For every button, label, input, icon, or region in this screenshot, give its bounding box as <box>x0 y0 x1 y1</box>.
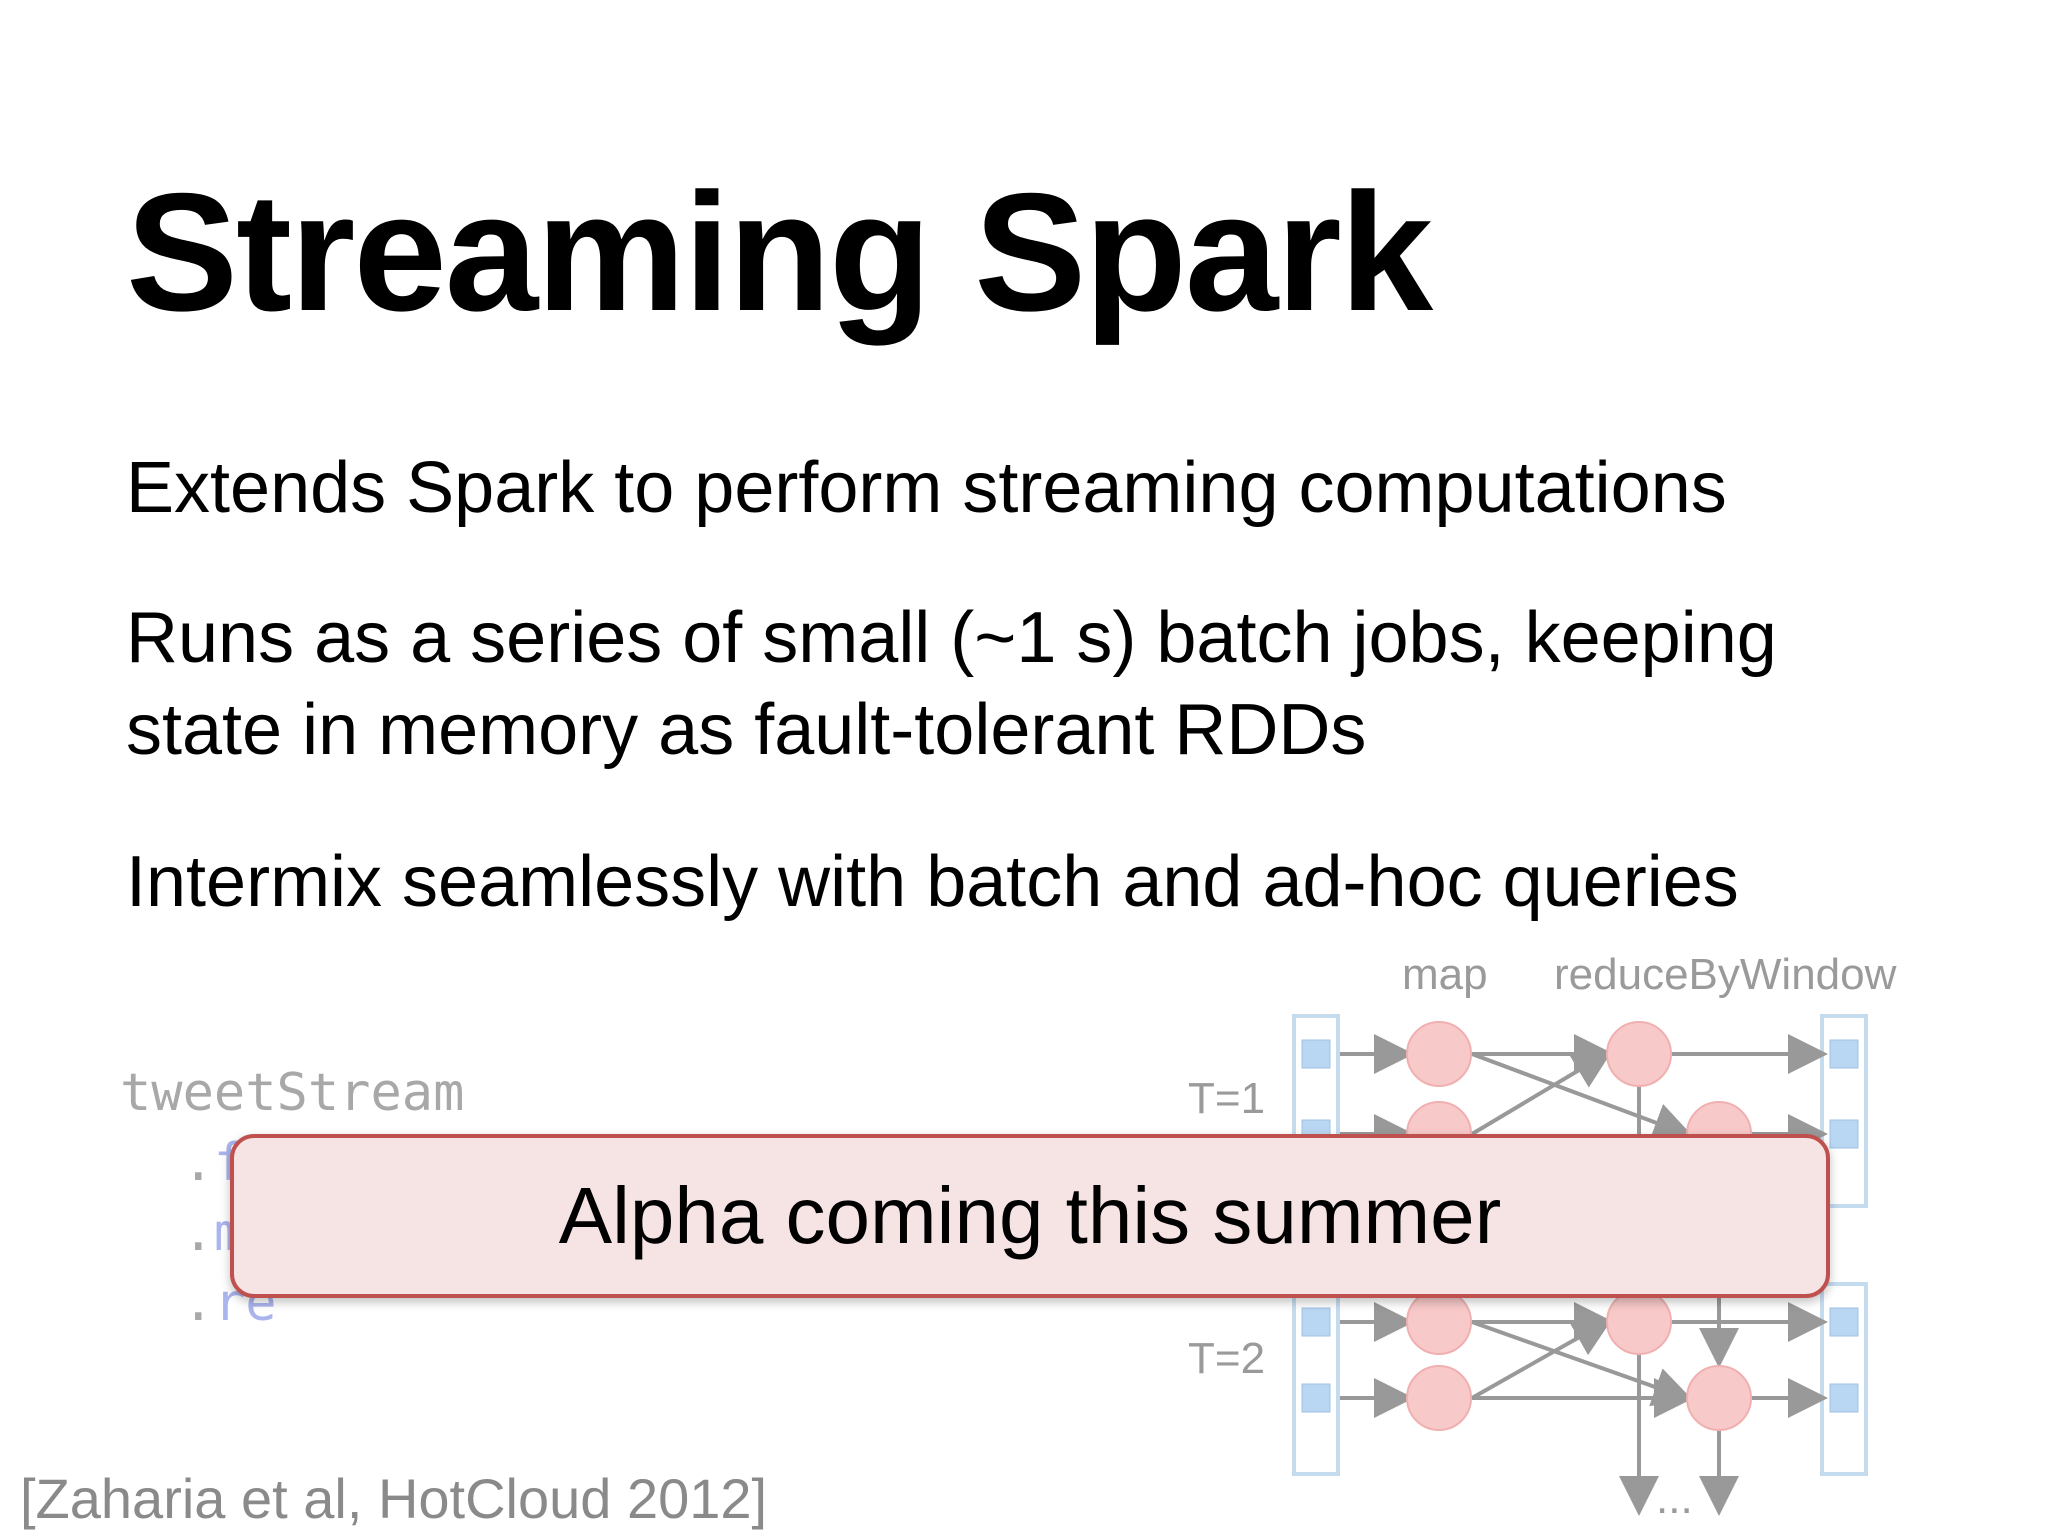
reduce-node <box>1686 1365 1752 1431</box>
code-line-4-dot: . <box>120 1273 214 1333</box>
bullet-batch-jobs: Runs as a series of small (~1 s) batch j… <box>126 598 1777 770</box>
label-ellipsis: ... <box>1656 1474 1693 1523</box>
code-line-2-dot: . <box>120 1133 214 1193</box>
output-batch-t1 <box>1820 1014 1868 1208</box>
bullet-intermix: Intermix seamlessly with batch and ad-ho… <box>126 842 1739 922</box>
input-partition <box>1301 1039 1331 1069</box>
code-line-3-dot: . <box>120 1203 214 1263</box>
banner-text: Alpha coming this summer <box>558 1171 1502 1260</box>
arrow <box>1470 1049 1613 1136</box>
output-partition <box>1829 1119 1859 1149</box>
arrow <box>1471 1320 1694 1407</box>
input-partition <box>1301 1383 1331 1413</box>
citation: [Zaharia et al, HotCloud 2012] <box>20 1467 768 1530</box>
reduce-node <box>1606 1289 1672 1355</box>
map-node <box>1406 1365 1472 1431</box>
arrow <box>1471 1052 1694 1142</box>
map-node <box>1406 1289 1472 1355</box>
output-partition <box>1829 1039 1859 1069</box>
slide-title: Streaming Spark <box>126 158 1433 346</box>
label-t2: T=2 <box>1188 1334 1266 1383</box>
output-partition <box>1829 1383 1859 1413</box>
label-reduce-by-window: reduceByWindow <box>1554 950 1897 999</box>
code-line-1: tweetStream <box>120 1063 465 1123</box>
output-partition <box>1829 1307 1859 1337</box>
announcement-banner: Alpha coming this summer <box>230 1134 1830 1298</box>
label-map: map <box>1402 950 1488 999</box>
map-node <box>1406 1021 1472 1087</box>
arrow <box>1471 1318 1613 1400</box>
bullet-streaming: Extends Spark to perform streaming compu… <box>126 448 1727 528</box>
input-partition <box>1301 1307 1331 1337</box>
reduce-node <box>1606 1021 1672 1087</box>
label-t1: T=1 <box>1188 1074 1266 1123</box>
